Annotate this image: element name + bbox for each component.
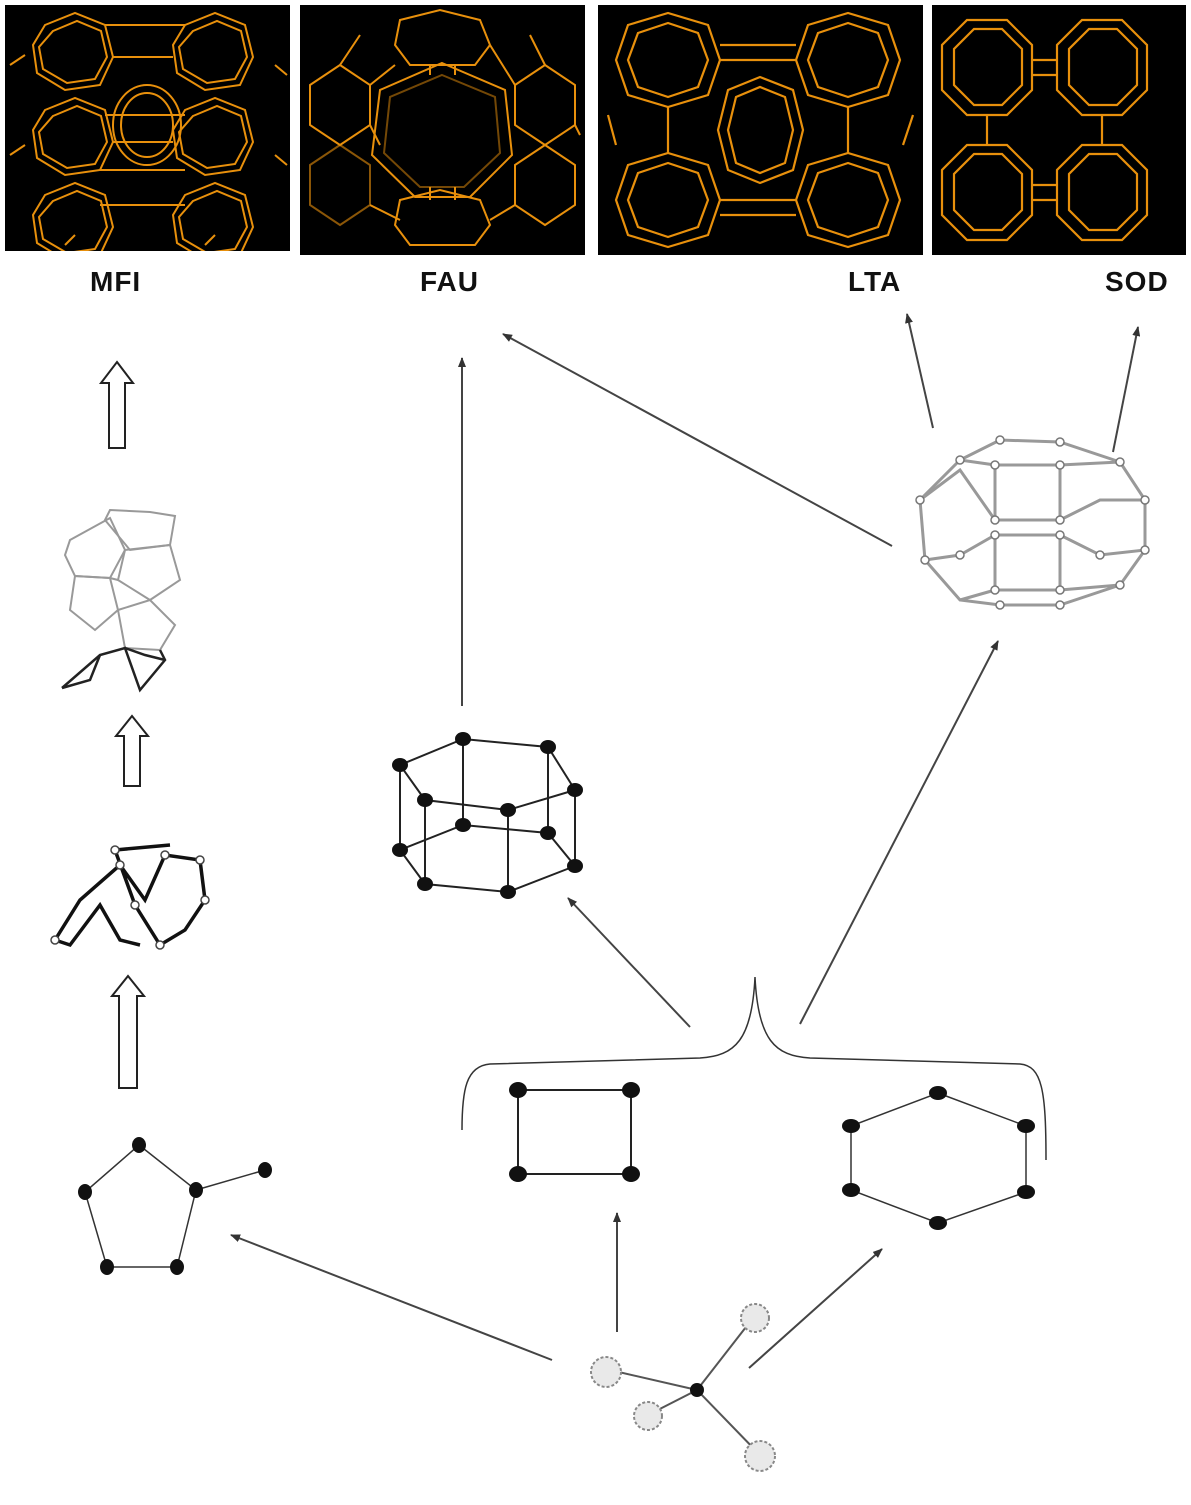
fau-label: FAU: [420, 266, 479, 297]
hollow-up-arrow-icon: [109, 974, 147, 1089]
mfi-framework-image: [5, 5, 290, 251]
four-ring-unit: [509, 1082, 640, 1182]
sod-framework-image: [932, 5, 1186, 255]
hollow-up-arrow-icon: [98, 360, 136, 449]
zigzag-chain-unit: [50, 843, 210, 950]
mfi-framework-graphic: [9, 11, 288, 251]
lta-framework-image: [598, 5, 923, 255]
tetrahedron-unit: [590, 1303, 776, 1472]
six-ring-unit: [842, 1086, 1035, 1230]
fau-framework-graphic: [309, 8, 581, 246]
lta-label: LTA: [848, 266, 902, 297]
hollow-up-arrow-icon: [113, 714, 151, 787]
hexagonal-prism-unit: [392, 732, 583, 899]
sod-label: SOD: [1105, 266, 1169, 297]
thin-arrow-icon: [230, 313, 1141, 1369]
pentagon-unit: [78, 1137, 272, 1275]
fau-framework-image: [300, 5, 585, 255]
sod-framework-graphic: [940, 18, 1149, 242]
mfi-label: MFI: [90, 266, 142, 297]
grouping-bracket: [461, 976, 1047, 1161]
sodalite-cage-unit: [915, 435, 1150, 610]
lta-framework-graphic: [606, 11, 915, 249]
mfi-chain-unit: [61, 508, 182, 693]
